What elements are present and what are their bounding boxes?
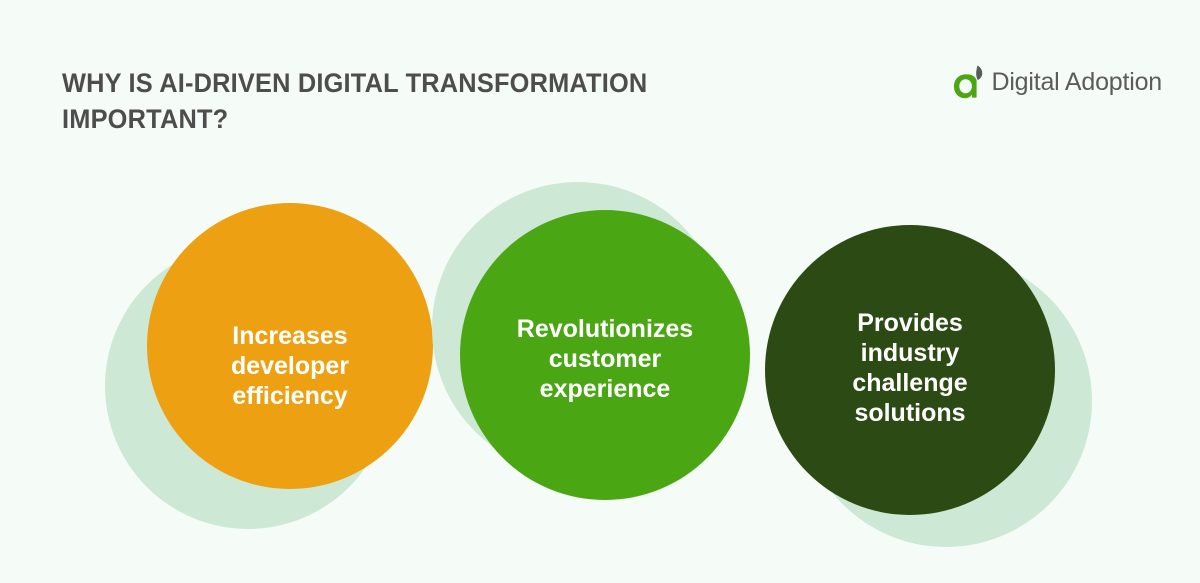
node-circle: Increases developer efficiency (147, 203, 433, 489)
brand-logo: Digital Adoption (953, 62, 1162, 102)
node-circle: Revolutionizes customer experience (460, 210, 750, 500)
node-label: Revolutionizes customer experience (516, 315, 694, 403)
node-label: Provides industry challenge solutions (852, 309, 968, 427)
node-circle: Provides industry challenge solutions (765, 225, 1055, 515)
logo-text: Digital Adoption (991, 67, 1162, 96)
page-title: WHY IS AI-DRIVEN DIGITAL TRANSFORMATION … (62, 68, 648, 134)
node-label: Increases developer efficiency (230, 322, 350, 410)
digital-adoption-leaf-a-icon (954, 65, 983, 99)
